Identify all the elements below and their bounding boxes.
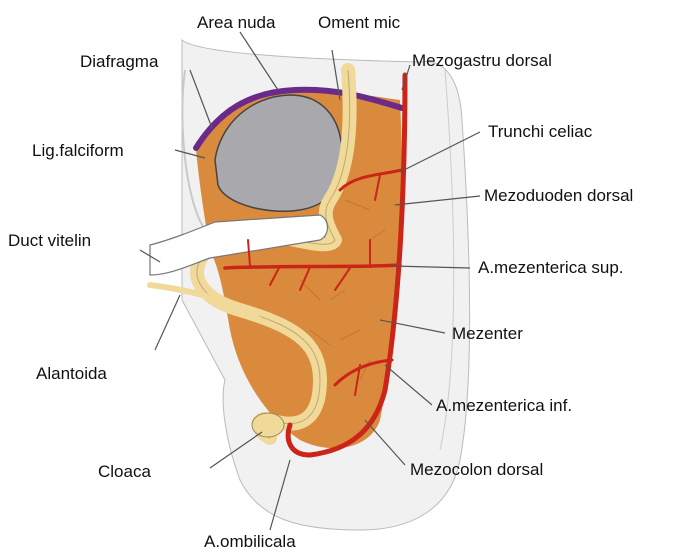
label-area-nuda: Area nuda [197,14,275,31]
label-cloaca: Cloaca [98,463,151,480]
label-lig-falciform: Lig.falciform [32,142,124,159]
label-mezoduoden-dorsal: Mezoduoden dorsal [484,187,633,204]
label-trunchi-celiac: Trunchi celiac [488,123,592,140]
leader-alantoida [155,295,180,350]
label-duct-vitelin: Duct vitelin [8,232,91,249]
label-a-ombilicala: A.ombilicala [204,533,296,550]
label-mezenter: Mezenter [452,325,523,342]
superior-mesenteric-artery [225,265,400,268]
label-mezogastru-dorsal: Mezogastru dorsal [412,52,552,69]
label-diafragma: Diafragma [80,53,158,70]
label-mezocolon-dorsal: Mezocolon dorsal [410,461,543,478]
label-alantoida: Alantoida [36,365,107,382]
cloaca [252,413,284,437]
label-oment-mic: Oment mic [318,14,400,31]
label-a-mezenterica-sup: A.mezenterica sup. [478,259,624,276]
label-a-mezenterica-inf: A.mezenterica inf. [436,397,572,414]
